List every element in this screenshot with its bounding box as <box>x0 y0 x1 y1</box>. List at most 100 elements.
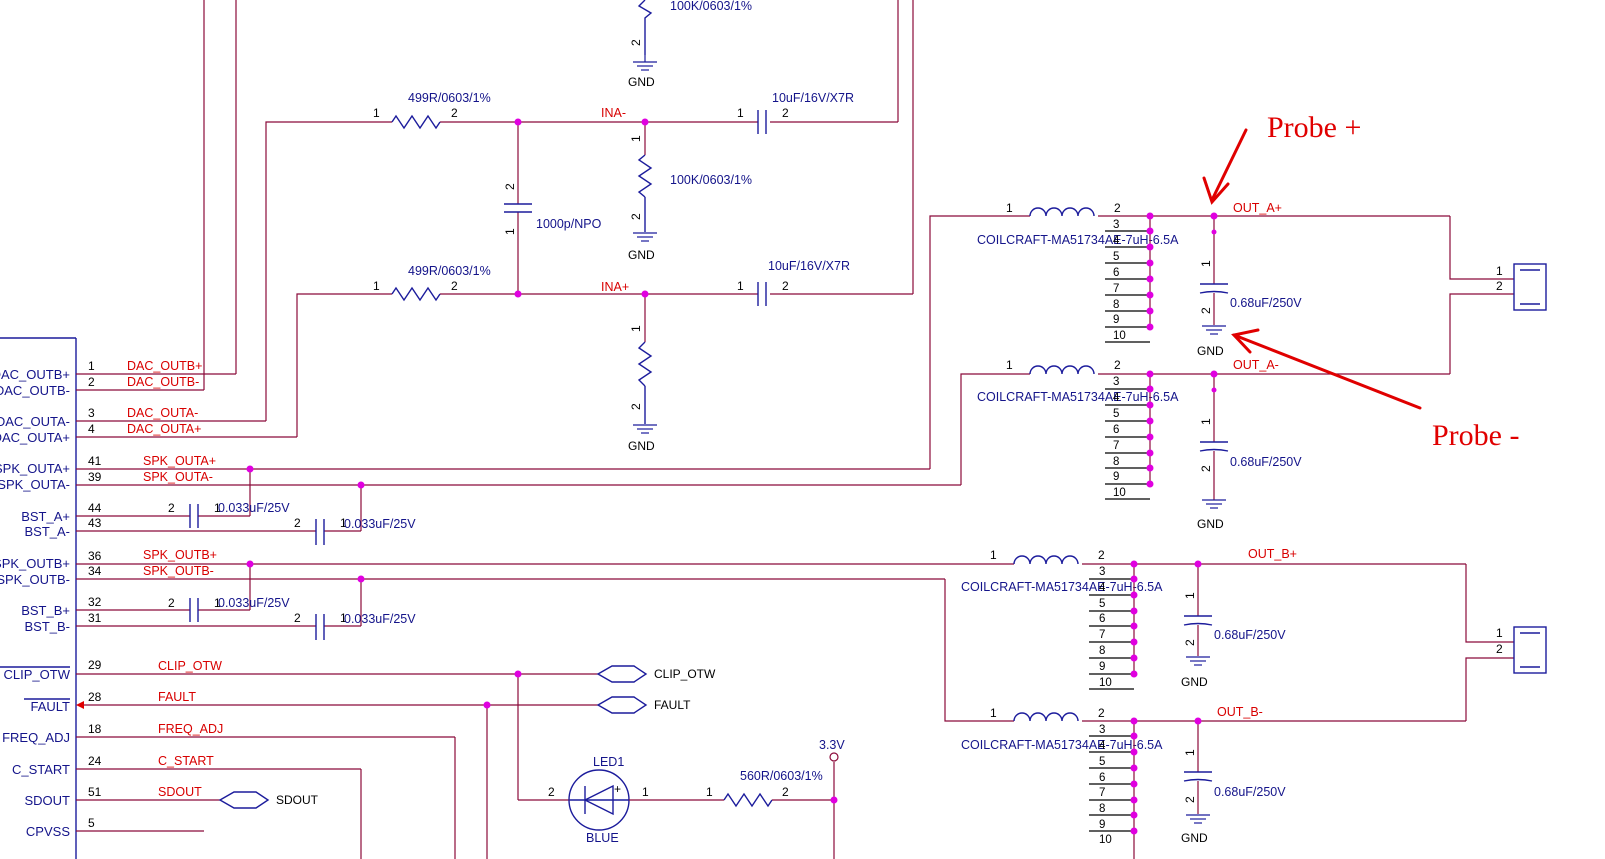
svg-text:2: 2 <box>1183 639 1197 646</box>
net-label: SPK_OUTA- <box>143 470 213 484</box>
pin-label: FREQ_ADJ <box>2 730 70 745</box>
inductor-pin-stack: 345 678 910 <box>1089 717 1138 859</box>
svg-text:7: 7 <box>1099 629 1105 641</box>
offpage-connector <box>596 696 648 714</box>
cap-value: 0.68uF/250V <box>1214 628 1286 642</box>
svg-text:1: 1 <box>1496 264 1503 278</box>
svg-text:2: 2 <box>1199 465 1213 472</box>
probe-annotations: Probe + Probe - <box>1202 111 1519 452</box>
svg-text:2: 2 <box>1098 548 1105 562</box>
cap-value: 1000p/NPO <box>536 217 602 231</box>
pin-num: 2 <box>88 375 95 389</box>
offpage-label: SDOUT <box>276 793 319 807</box>
svg-text:9: 9 <box>1113 471 1119 483</box>
pin-label: C_START <box>12 762 70 777</box>
svg-text:9: 9 <box>1099 661 1105 673</box>
net-label: SPK_OUTB+ <box>143 548 217 562</box>
svg-text:1: 1 <box>1183 592 1197 599</box>
svg-text:3: 3 <box>1113 376 1119 388</box>
svg-text:2: 2 <box>548 785 555 799</box>
pin-num: 29 <box>88 658 102 672</box>
svg-text:4: 4 <box>1113 235 1120 247</box>
resistor-value: 499R/0603/1% <box>408 91 491 105</box>
svg-text:6: 6 <box>1113 424 1119 436</box>
resistor-zigzag <box>391 114 441 130</box>
svg-text:1: 1 <box>706 785 713 799</box>
net-label: DAC_OUTA+ <box>127 422 201 436</box>
pin-num: 43 <box>88 516 102 530</box>
svg-text:2: 2 <box>629 403 643 410</box>
svg-text:2: 2 <box>168 501 175 515</box>
power-3v3-icon <box>829 752 839 762</box>
pin-label: BST_A- <box>24 524 70 539</box>
net-label: INA+ <box>601 280 629 294</box>
pin-num: 51 <box>88 785 102 799</box>
svg-text:2: 2 <box>629 39 643 46</box>
net-label: SPK_OUTB- <box>143 564 214 578</box>
pin-label: DAC_OUTB- <box>0 383 70 398</box>
gnd-label: GND <box>628 248 655 262</box>
gnd-label: GND <box>1197 517 1224 531</box>
pin-num: 41 <box>88 454 102 468</box>
pin-label: SPK_OUTB- <box>0 572 70 587</box>
svg-text:10: 10 <box>1099 834 1112 846</box>
gnd-label: GND <box>1181 831 1208 845</box>
svg-text:6: 6 <box>1099 613 1105 625</box>
svg-text:2: 2 <box>1114 201 1121 215</box>
svg-text:1: 1 <box>503 228 517 235</box>
pin-label: BST_B+ <box>21 603 70 618</box>
svg-text:2: 2 <box>503 183 517 190</box>
cap-value: 10uF/16V/X7R <box>768 259 850 273</box>
inductor-pin-stack: 345 678 910 <box>1105 370 1154 500</box>
svg-text:10: 10 <box>1113 487 1126 499</box>
svg-text:5: 5 <box>1113 408 1119 420</box>
probe-plus-arrow <box>1210 128 1248 202</box>
offpage-label: CLIP_OTW <box>654 667 716 681</box>
output-cap-a-minus: 1 2 0.68uF/250V GND <box>1197 370 1302 531</box>
net-label: C_START <box>158 754 214 768</box>
offpage-label: FAULT <box>654 698 691 712</box>
inductor-value: COILCRAFT-MA51734AE-7uH-6.5A <box>961 738 1163 752</box>
ground-symbol <box>633 232 657 242</box>
svg-text:2: 2 <box>782 106 789 120</box>
net-label: FAULT <box>158 690 196 704</box>
gnd-label: GND <box>1181 675 1208 689</box>
led-ref: LED1 <box>593 755 624 769</box>
svg-text:2: 2 <box>294 516 301 530</box>
svg-text:1: 1 <box>629 135 643 142</box>
svg-text:4: 4 <box>1113 392 1120 404</box>
svg-text:1: 1 <box>1496 626 1503 640</box>
resistor-zigzag <box>637 154 653 198</box>
svg-text:2: 2 <box>782 279 789 293</box>
svg-text:1: 1 <box>737 106 744 120</box>
pin-label: DAC_OUTA+ <box>0 430 70 445</box>
svg-text:2: 2 <box>782 785 789 799</box>
svg-text:10: 10 <box>1113 330 1126 342</box>
net-label: SDOUT <box>158 785 202 799</box>
net-label: FREQ_ADJ <box>158 722 223 736</box>
pin-num: 18 <box>88 722 102 736</box>
svg-text:1: 1 <box>990 706 997 720</box>
cap-value: 0.68uF/250V <box>1214 785 1286 799</box>
svg-text:1: 1 <box>214 501 221 515</box>
cap-value: 0.033uF/25V <box>344 612 416 626</box>
svg-text:1: 1 <box>1199 418 1213 425</box>
svg-text:1: 1 <box>1183 749 1197 756</box>
svg-text:+: + <box>614 782 621 796</box>
svg-text:9: 9 <box>1099 819 1105 831</box>
net-label: SPK_OUTA+ <box>143 454 216 468</box>
inductor-coil <box>1029 207 1095 217</box>
svg-text:2: 2 <box>451 106 458 120</box>
svg-text:10: 10 <box>1099 677 1112 689</box>
net-label: DAC_OUTA- <box>127 406 198 420</box>
svg-text:1: 1 <box>214 596 221 610</box>
cap-value: 0.033uF/25V <box>344 517 416 531</box>
net-label: DAC_OUTB- <box>127 375 199 389</box>
svg-text:1: 1 <box>1006 358 1013 372</box>
net-label: OUT_A- <box>1233 358 1279 372</box>
resistor-zigzag <box>391 286 441 302</box>
